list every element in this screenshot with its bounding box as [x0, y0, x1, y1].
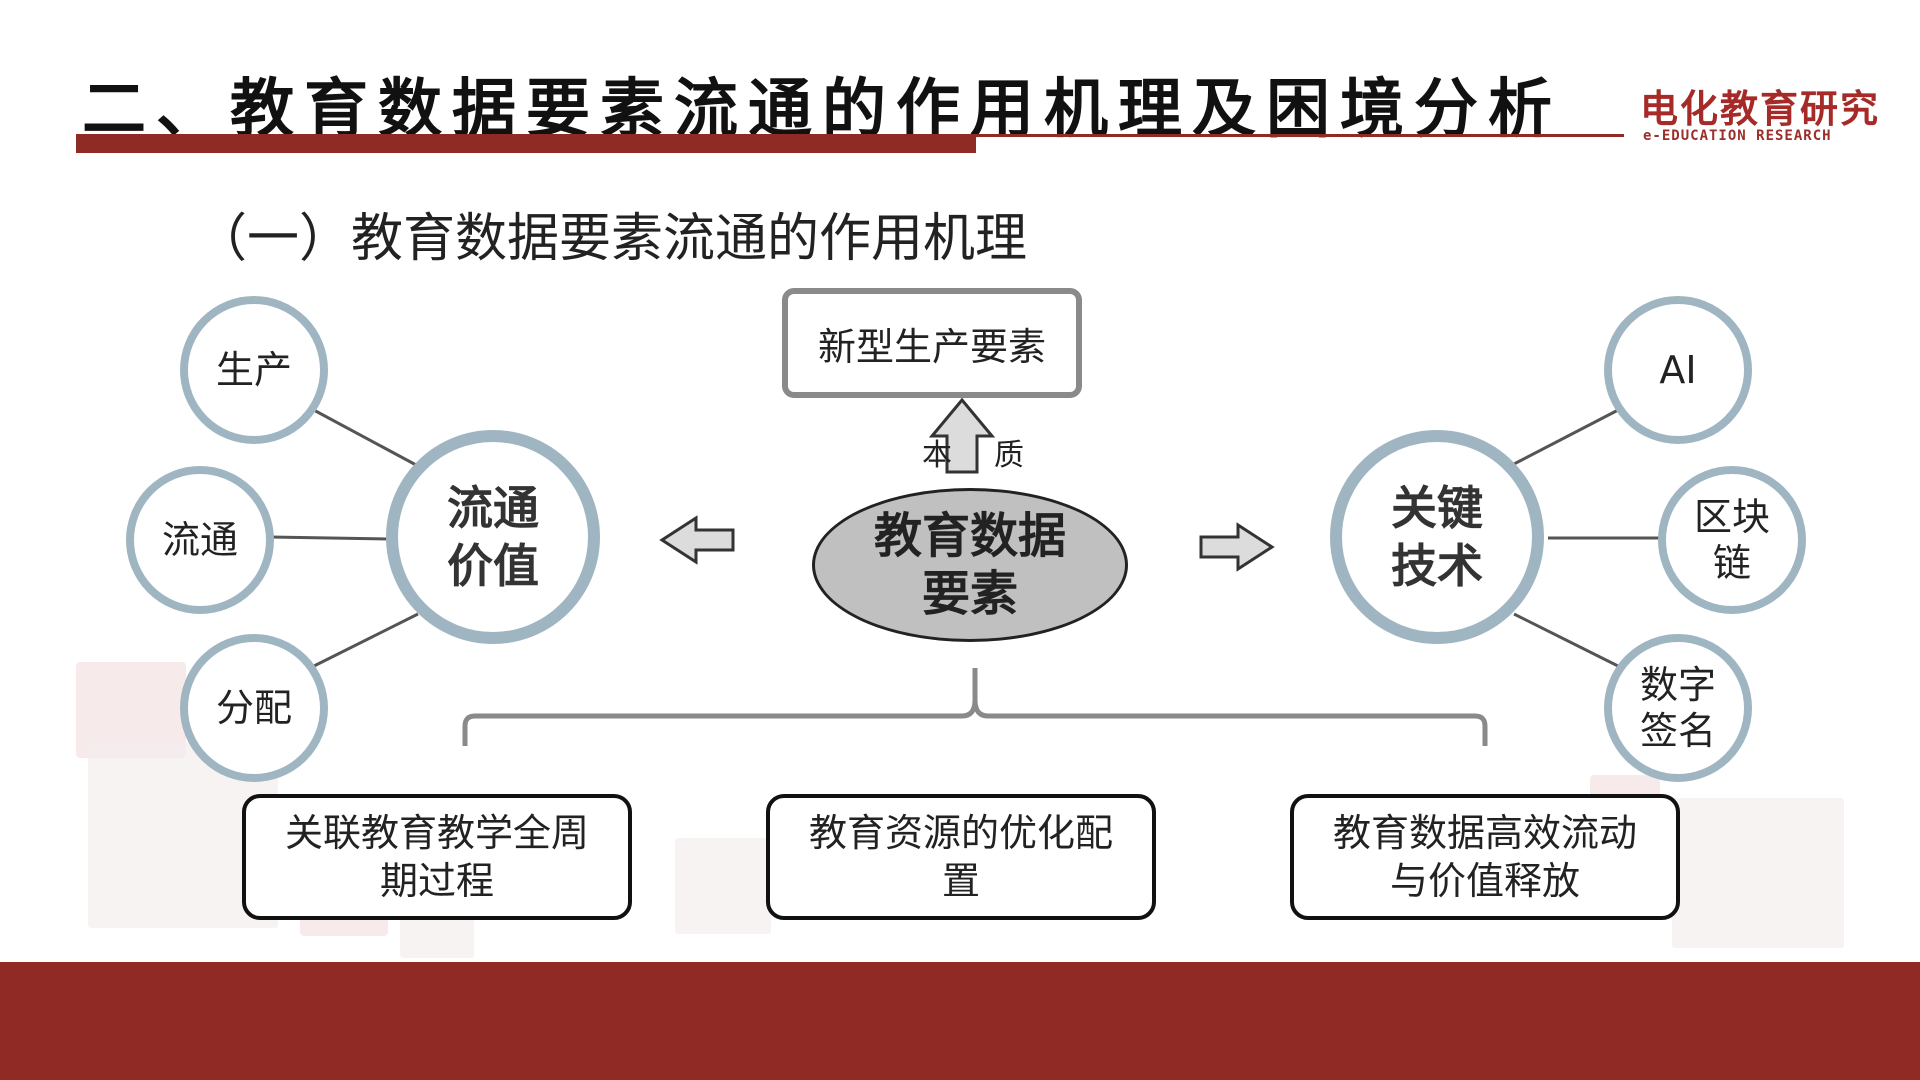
spoke-line — [1513, 406, 1623, 466]
spoke-digital-signature: 数字 签名 — [1604, 634, 1752, 782]
essence-box: 新型生产要素 — [782, 288, 1082, 398]
hub-key-technology: 关键 技术 — [1330, 430, 1544, 644]
outcome-box: 关联教育教学全周 期过程 — [242, 794, 632, 920]
left-arrow — [659, 515, 735, 565]
center-label: 教育数据 要素 — [873, 508, 1066, 622]
outcome-label: 教育数据高效流动 与价值释放 — [1332, 811, 1637, 903]
arrow-label-left: 本 — [922, 438, 952, 473]
title-underline-bar — [76, 136, 976, 153]
outcome-box: 教育资源的优化配 置 — [766, 794, 1156, 920]
center-node-education-data: 教育数据 要素 — [812, 488, 1128, 642]
spoke-label: 区块 链 — [1693, 495, 1770, 585]
journal-logo: 电化教育研究 — [1640, 86, 1881, 131]
outcome-label: 关联教育教学全周 期过程 — [284, 811, 589, 903]
section-subtitle: （一）教育数据要素流通的作用机理 — [195, 209, 1028, 269]
up-arrow — [928, 397, 996, 474]
hub-circulation-value: 流通 价值 — [386, 430, 600, 644]
hub-label: 关键 技术 — [1391, 481, 1483, 593]
decorative-square — [1672, 798, 1844, 948]
spoke-label: 数字 签名 — [1639, 663, 1716, 753]
decorative-square — [675, 838, 771, 934]
spoke-label: 生产 — [215, 348, 292, 392]
spoke-label: 流通 — [161, 518, 238, 562]
arrow-label-right: 质 — [994, 438, 1024, 473]
spoke-ai: AI — [1604, 296, 1752, 444]
outcome-label: 教育资源的优化配 置 — [808, 811, 1113, 903]
outcome-box: 教育数据高效流动 与价值释放 — [1290, 794, 1680, 920]
spoke-circulation: 流通 — [126, 466, 274, 614]
spoke-line — [309, 612, 419, 670]
spoke-distribution: 分配 — [180, 634, 328, 782]
spoke-blockchain: 区块 链 — [1658, 466, 1806, 614]
spoke-line — [309, 406, 419, 468]
spoke-label: AI — [1659, 348, 1697, 392]
bottom-brace — [462, 668, 1488, 746]
spoke-line — [269, 535, 389, 541]
spoke-production: 生产 — [180, 296, 328, 444]
journal-logo-subtitle: e-EDUCATION RESEARCH — [1643, 128, 1832, 144]
spoke-line — [1513, 612, 1623, 670]
title-underline — [76, 134, 1624, 137]
footer-bar — [0, 962, 1920, 1080]
spoke-label: 分配 — [215, 686, 292, 730]
hub-label: 流通 价值 — [447, 481, 539, 593]
right-arrow — [1199, 522, 1275, 572]
